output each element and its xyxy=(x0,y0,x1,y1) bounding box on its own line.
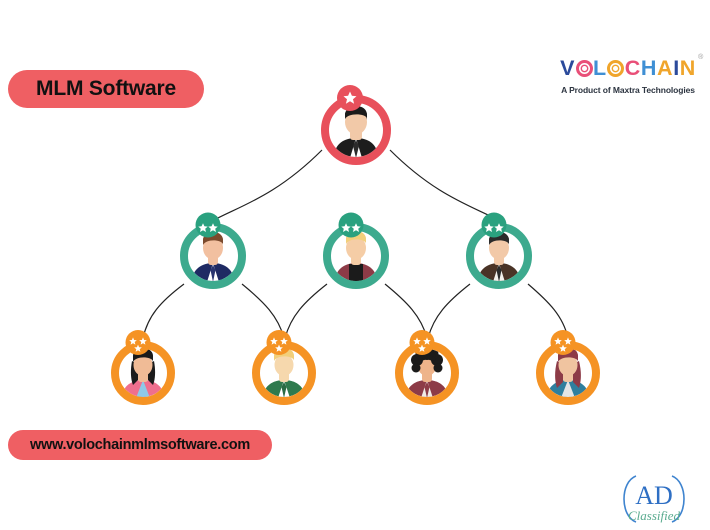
badge-caption: Classified xyxy=(628,508,681,523)
star-icon xyxy=(341,223,351,232)
star-icon xyxy=(208,223,218,232)
rank-badge-l2-c xyxy=(481,212,507,238)
rank-badge-l2-b xyxy=(338,212,364,238)
rank-badge-l3-a xyxy=(125,330,151,355)
logo-letter-h: H xyxy=(640,56,658,80)
logo-letter-c: C xyxy=(624,56,641,80)
star-icon xyxy=(270,337,278,345)
star-icon xyxy=(564,337,572,345)
tree-node-l3-b[interactable] xyxy=(243,330,327,416)
connector-root-to-right xyxy=(389,149,499,221)
ad-classified-badge: AD Classified xyxy=(612,470,696,528)
website-text: www.volochainmlmsoftware.com xyxy=(30,437,250,453)
tree-node-l2-a[interactable] xyxy=(171,212,257,300)
rank-badge-l2-a xyxy=(195,212,221,238)
star-icon xyxy=(343,91,357,104)
star-icon xyxy=(423,337,431,345)
star-icon xyxy=(139,337,147,345)
tree-node-l3-d[interactable] xyxy=(527,330,611,416)
star-icon xyxy=(418,344,426,352)
star-icon xyxy=(494,223,504,232)
logo-letter-o-1 xyxy=(575,60,593,77)
connector-l2c-to-l3c xyxy=(427,283,471,339)
star-icon xyxy=(134,344,142,352)
website-badge[interactable]: www.volochainmlmsoftware.com xyxy=(8,430,272,460)
connector-l2b-to-l3b xyxy=(284,283,328,339)
star-icon xyxy=(559,344,567,352)
logo-letter-a: A xyxy=(657,56,674,80)
star-icon xyxy=(484,223,494,232)
rank-badge-l3-b xyxy=(266,330,292,355)
star-icon xyxy=(129,337,137,345)
connector-root-to-left xyxy=(213,149,323,221)
registered-trademark-icon: ® xyxy=(698,54,704,61)
title-badge: MLM Software xyxy=(8,70,204,108)
tree-node-l2-b[interactable] xyxy=(314,212,400,300)
title-text: MLM Software xyxy=(36,77,176,100)
logo-letter-o-2 xyxy=(607,60,625,77)
logo-letter-l: L xyxy=(593,56,607,80)
tree-node-l2-c[interactable] xyxy=(457,212,543,300)
badge-initials: AD xyxy=(635,481,673,510)
tree-node-l3-a[interactable] xyxy=(102,330,186,416)
tree-node-root[interactable] xyxy=(312,84,400,174)
star-icon xyxy=(413,337,421,345)
logo-letter-v: V xyxy=(560,56,576,80)
logo-letter-i: I xyxy=(673,56,680,80)
avatar-root xyxy=(329,103,383,157)
rank-badge-l3-d xyxy=(550,330,576,355)
star-icon xyxy=(554,337,562,345)
badge-arc-right xyxy=(671,475,685,523)
logo-tagline: A Product of Maxtra Technologies xyxy=(561,85,695,95)
star-icon xyxy=(280,337,288,345)
star-icon xyxy=(198,223,208,232)
badge-arc-left xyxy=(623,475,637,523)
tree-node-l3-c[interactable] xyxy=(386,330,470,416)
rank-badge-l3-c xyxy=(409,330,435,355)
star-icon xyxy=(351,223,361,232)
logo-letter-n: N xyxy=(679,56,696,80)
star-icon xyxy=(275,344,283,352)
